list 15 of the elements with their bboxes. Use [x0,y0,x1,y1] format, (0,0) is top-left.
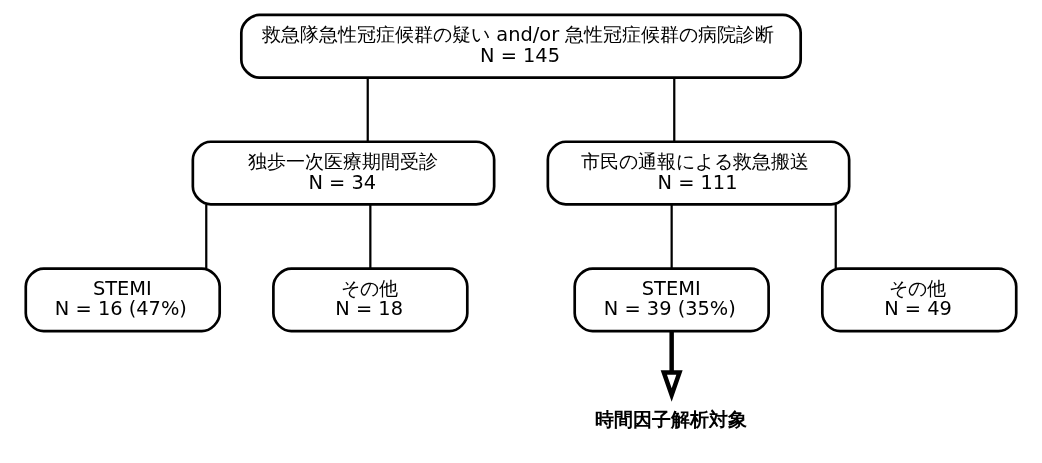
node-text: 時間因子解析対象 [594,407,747,431]
connector [673,77,676,142]
node-box: 独歩一次医療期間受診 N = 34 [191,139,496,206]
node-box: その他 N = 49 [820,266,1018,333]
node-box: その他 N = 18 [272,266,469,333]
connector [366,77,369,142]
arrow [660,330,683,402]
connector [670,203,673,268]
node-box: STEMI N = 16 (47%) [24,266,222,333]
connector [205,203,208,268]
node-box: STEMI N = 39 (35%) [573,266,770,333]
node-box: 救急隊急性冠症候群の疑い and/or 急性冠症候群の病院診断 N = 145 [240,13,802,79]
connector [834,203,837,268]
node-box: 市民の通報による救急搬送 N = 111 [546,139,851,206]
connector [369,203,372,268]
